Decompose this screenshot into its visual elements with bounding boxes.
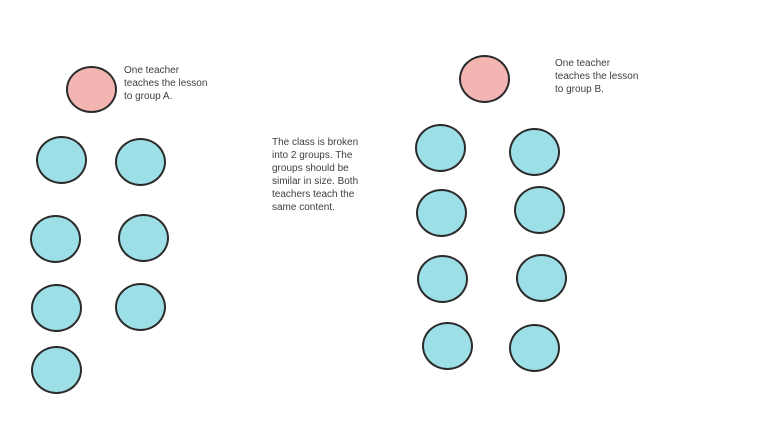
student-node <box>118 214 169 262</box>
student-node <box>31 284 82 332</box>
teacher-b-label: One teacher teaches the lesson to group … <box>555 58 639 95</box>
teacher-b-node <box>459 55 510 103</box>
student-node <box>509 324 560 372</box>
student-node <box>115 283 166 331</box>
grouping-explanation: The class is broken into 2 groups. The g… <box>272 137 359 213</box>
student-node <box>514 186 565 234</box>
student-node <box>416 189 467 237</box>
student-node <box>509 128 560 176</box>
teacher-a-node <box>66 66 117 113</box>
student-node <box>422 322 473 370</box>
student-node <box>30 215 81 263</box>
student-node <box>415 124 466 172</box>
student-node <box>115 138 166 186</box>
student-node <box>36 136 87 184</box>
student-node <box>417 255 468 303</box>
teacher-a-label: One teacher teaches the lesson to group … <box>124 65 208 102</box>
student-node <box>516 254 567 302</box>
student-node <box>31 346 82 394</box>
